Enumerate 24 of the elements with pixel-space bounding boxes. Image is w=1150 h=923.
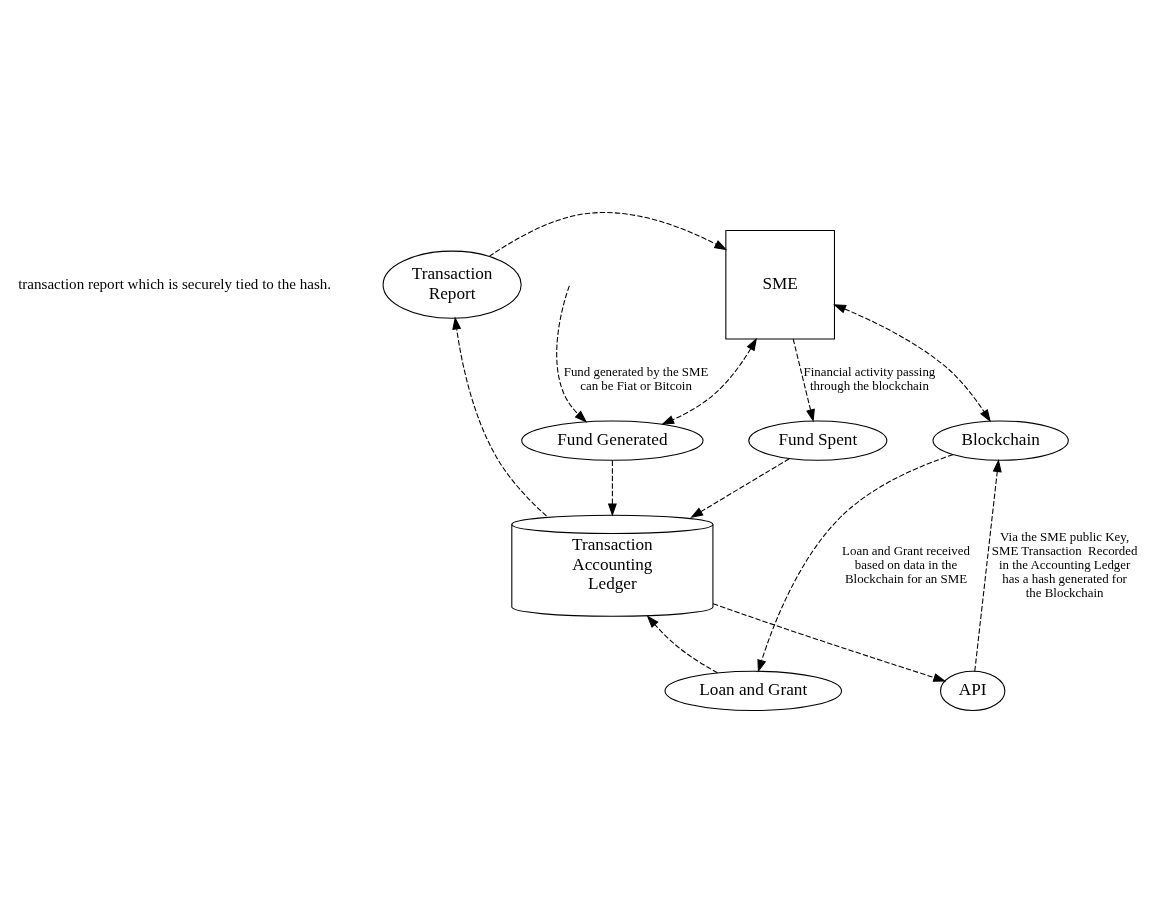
edge-label: Fund generated by the SME can be Fiat or Bitcoin (563, 365, 709, 394)
arrow (607, 460, 617, 517)
arrow (488, 212, 728, 257)
edge-label: Via the SME public Key, SME Transaction Recorded in the Accounting Ledger has a hash generated for the Blockchain (991, 530, 1138, 601)
node-ellipse: Loan and Grant (664, 670, 843, 712)
edge-label: Financial activity passing through the blockchain (803, 365, 936, 394)
edge-label: Loan and Grant received based on data in the Blockchain for an SME (842, 544, 970, 587)
arrow (792, 338, 815, 423)
node-ellipse: API (940, 670, 1006, 712)
node-ellipse: Fund Generated (521, 420, 704, 461)
arrow (974, 459, 1002, 672)
arrow (690, 458, 790, 519)
arrow (556, 285, 588, 423)
arrow (757, 454, 954, 673)
node-ellipse: Transaction Report (382, 250, 522, 319)
arrow (646, 615, 718, 674)
arrow (452, 316, 548, 517)
arrow (712, 603, 947, 682)
node-box: SME (725, 229, 835, 340)
arrow (833, 304, 991, 423)
node-ellipse: Blockchain (932, 420, 1069, 461)
node-ellipse: Fund Spent (748, 420, 888, 461)
arrow (661, 337, 757, 425)
label: transaction report which is securely tied to the hash. (18, 275, 332, 292)
